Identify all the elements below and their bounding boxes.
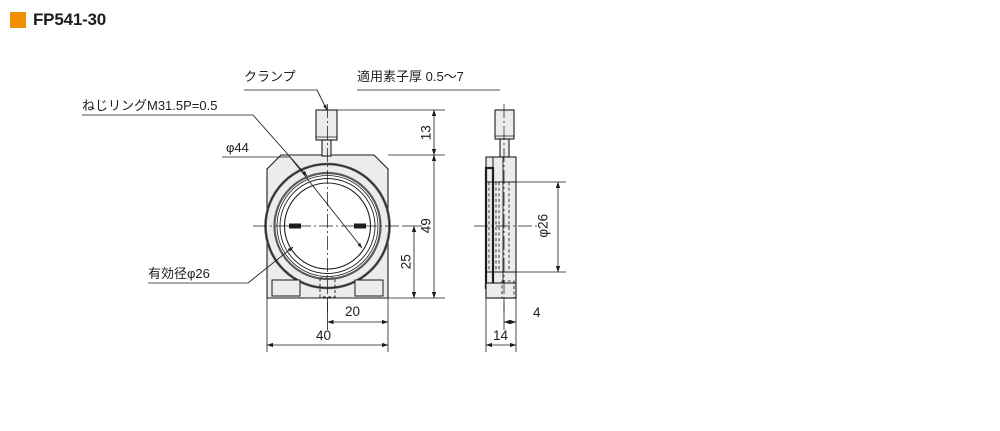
dim-value-phi26: φ26	[535, 213, 551, 238]
dim-value-13: 13	[418, 125, 434, 141]
dim-value-20: 20	[345, 304, 361, 319]
callout-effective-diameter: 有効径φ26	[148, 266, 210, 281]
side-base-hidden	[501, 280, 515, 299]
page-header: FP541-30	[10, 11, 106, 28]
callout-leaders	[82, 89, 500, 284]
base-pocket-left	[271, 279, 301, 297]
dim-value-25: 25	[398, 254, 414, 270]
page-title: FP541-30	[33, 10, 107, 29]
leader-line-clamp	[316, 89, 328, 111]
orange-square-marker	[10, 11, 26, 28]
base-pocket-right	[354, 279, 384, 297]
side-base-foot	[485, 282, 517, 299]
dim-value-49: 49	[418, 218, 434, 234]
dimension-lines-side	[485, 181, 566, 352]
callout-outer-diameter: φ44	[226, 140, 249, 155]
dim-value-4: 4	[533, 305, 541, 320]
front-view	[253, 104, 404, 312]
side-retaining-ring	[484, 166, 495, 290]
side-clamp-shank	[499, 138, 510, 158]
dimension-lines-front	[266, 109, 445, 352]
leader-line-screw-ring	[252, 114, 308, 177]
callout-element-thickness: 適用素子厚 0.5～7	[357, 69, 464, 84]
side-view	[474, 104, 538, 312]
leader-line-phi44	[289, 156, 363, 249]
callout-screw-ring: ねじリングM31.5P=0.5	[82, 98, 218, 113]
side-clamp-screw-head	[494, 109, 515, 140]
side-hidden-lines	[486, 181, 510, 273]
dim-value-40: 40	[316, 328, 332, 343]
clamp-screw-head	[315, 109, 338, 141]
clamp-screw-shank	[321, 139, 332, 157]
base-center-hidden-hole	[319, 277, 336, 298]
dim-value-14: 14	[493, 328, 509, 343]
leader-line-phi26	[247, 246, 294, 284]
callout-clamp: クランプ	[244, 69, 296, 84]
ring-notch-left	[289, 223, 301, 229]
